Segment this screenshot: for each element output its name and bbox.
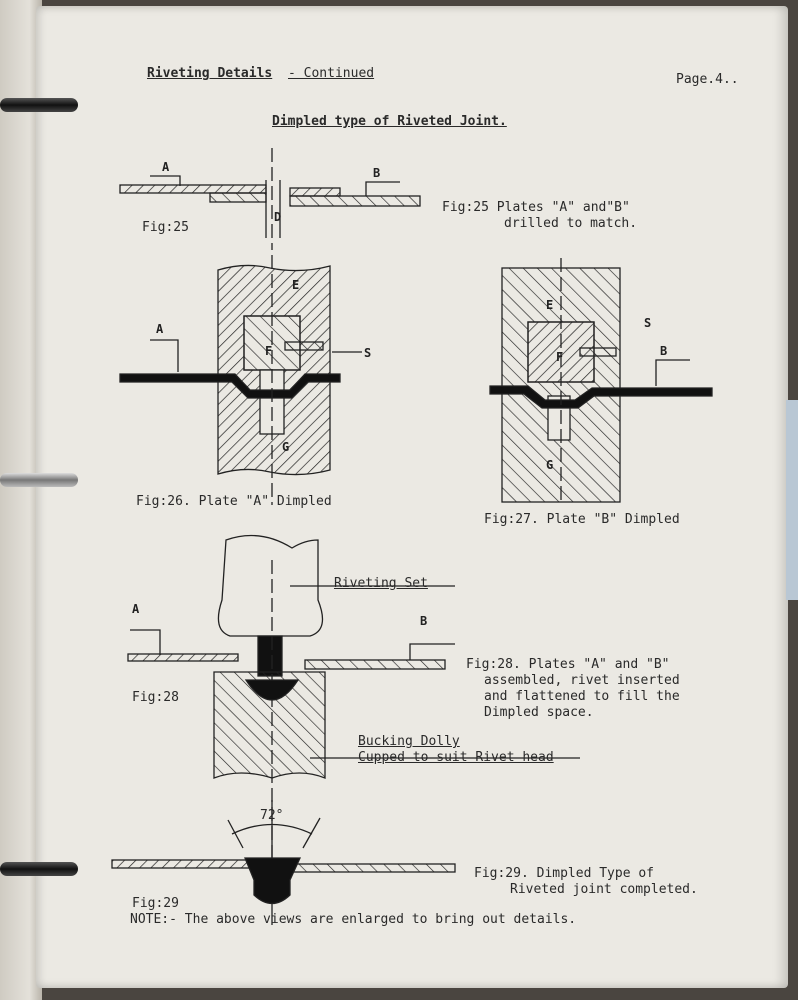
fig27-drawing [489, 258, 713, 505]
fig28-tag: Fig:28 [132, 690, 179, 705]
fig29-caption: Fig:29. Dimpled Type of [474, 866, 655, 881]
label-f: F [556, 350, 564, 364]
fig25-caption: Fig:25 Plates "A" and"B" [442, 200, 630, 215]
label-s: S [364, 346, 372, 360]
label-e: E [546, 298, 554, 312]
fig29-drawing [111, 800, 456, 925]
label-g: G [546, 458, 554, 472]
binder-ring [0, 862, 78, 876]
note-text: NOTE:- The above views are enlarged to b… [130, 912, 577, 927]
index-tab [786, 400, 798, 600]
fig27-caption: Fig:27. Plate "B" Dimpled [484, 512, 680, 527]
riveting-set-label: Riveting Set [334, 576, 428, 591]
bucking-dolly-label: Cupped to suit Rivet head [358, 750, 554, 765]
label-a: A [162, 160, 170, 174]
label-g: G [282, 440, 290, 454]
binder-ring [0, 98, 78, 112]
label-d: D [274, 210, 282, 224]
label-s: S [644, 316, 652, 330]
label-b: B [660, 344, 668, 358]
facing-page-edge [0, 0, 42, 1000]
fig29-tag: Fig:29 [132, 896, 179, 911]
binder-ring [0, 473, 78, 487]
fig25-drawing [119, 148, 421, 250]
fig29-caption: Riveted joint completed. [510, 882, 698, 897]
fig28-drawing [127, 534, 580, 870]
label-b: B [420, 614, 428, 628]
fig28-caption: assembled, rivet inserted [484, 673, 680, 688]
label-a: A [132, 602, 140, 616]
section-suffix: - Continued [288, 66, 375, 81]
fig26-caption: Fig:26. Plate "A" Dimpled [136, 494, 332, 509]
bucking-dolly-label: Bucking Dolly [358, 734, 460, 749]
fig28-caption: Fig:28. Plates "A" and "B" [466, 657, 670, 672]
fig25-tag: Fig:25 [142, 220, 189, 235]
angle-label: 72° [260, 808, 284, 823]
section-title: Riveting Details [147, 66, 273, 81]
document-page [36, 6, 788, 988]
page-title: Dimpled type of Riveted Joint. [272, 114, 507, 129]
label-b: B [373, 166, 381, 180]
fig26-drawing [119, 255, 362, 505]
label-a: A [156, 322, 164, 336]
label-f: F [265, 344, 273, 358]
fig28-caption: Dimpled space. [484, 705, 594, 720]
fig28-caption: and flattened to fill the [484, 689, 680, 704]
fig25-caption: drilled to match. [504, 216, 638, 231]
page-number: Page.4.. [676, 72, 739, 87]
label-e: E [292, 278, 300, 292]
